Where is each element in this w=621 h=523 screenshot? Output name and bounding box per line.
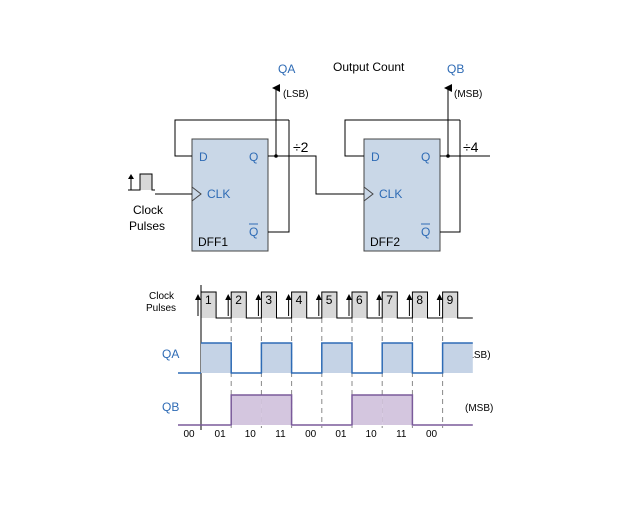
qa-high-fill: [261, 343, 292, 373]
count-label: 01: [335, 429, 347, 440]
clock-pulse-fill: [412, 292, 428, 318]
divide-by-4-label: ÷4: [463, 139, 479, 155]
clock-label-line2: Pulses: [129, 219, 165, 233]
clock-rising-arrowhead: [436, 294, 443, 300]
count-label: 00: [426, 429, 438, 440]
clock-pulse-fill: [261, 292, 277, 318]
clock-rising-arrowhead: [376, 294, 383, 300]
count-label: 11: [396, 429, 407, 440]
qa-output-label: QA: [278, 62, 295, 76]
dff1-block: [191, 138, 269, 252]
clock-pulse-fill: [321, 292, 337, 318]
count-label: 00: [305, 429, 317, 440]
timing-qb-label: QB: [162, 400, 179, 414]
timing-msb-label: (MSB): [465, 403, 493, 414]
count-label: 00: [183, 429, 195, 440]
clock-rising-arrowhead: [346, 294, 352, 300]
dff2-name: DFF2: [370, 235, 400, 249]
dff2-clk-triangle: [363, 186, 374, 202]
qa-high-fill: [321, 343, 352, 373]
clock-pulse-number: 2: [235, 293, 242, 307]
clock-rising-arrowhead: [225, 294, 232, 300]
dff2-d-pin: D: [371, 150, 380, 164]
timing-clock-label-line1: Clock: [149, 291, 175, 302]
clock-label-line1: Clock: [133, 203, 164, 217]
dff1-clk-triangle: [191, 186, 202, 202]
clock-rising-arrowhead: [255, 294, 262, 300]
dff2-clk-pin: CLK: [379, 187, 402, 201]
clock-waveform: [200, 291, 473, 319]
clock-pulse-number: 9: [447, 293, 454, 307]
output-count-title: Output Count: [333, 60, 405, 74]
qa-high-fill: [382, 343, 413, 373]
qa-waveform: [201, 342, 473, 374]
timing-qa-label: QA: [162, 347, 179, 361]
timing-lsb-label: (LSB): [465, 350, 491, 361]
timing-clock-label-line2: Pulses: [146, 303, 176, 314]
dff1-qbar-pin: Q: [249, 225, 258, 239]
qa-high-fill: [442, 343, 473, 373]
lsb-label: (LSB): [283, 89, 309, 100]
qb-high-fill: [382, 395, 413, 425]
dff1-q-pin: Q: [249, 150, 258, 164]
dff2-qbar-pin: Q: [421, 225, 430, 239]
dff1-clk-pin: CLK: [207, 187, 230, 201]
dff1-q-junction: [274, 154, 278, 158]
clock-pulse-number: 5: [326, 293, 333, 307]
count-label: 10: [366, 429, 378, 440]
qb-high-fill: [231, 395, 262, 425]
count-label: 11: [275, 429, 286, 440]
clock-rising-arrowhead: [195, 294, 201, 300]
clock-rising-arrowhead: [285, 294, 292, 300]
divide-by-2-label: ÷2: [293, 139, 309, 155]
count-label: 01: [215, 429, 227, 440]
clock-pulse-number: 1: [205, 293, 212, 307]
qb-high-fill: [352, 395, 383, 425]
dff2-q-junction: [446, 154, 450, 158]
clock-rising-arrowhead: [315, 294, 322, 300]
qb-output-label: QB: [447, 62, 464, 76]
dff1-wiring: [155, 84, 364, 233]
clock-pulse-fill: [231, 292, 247, 318]
msb-label: (MSB): [454, 89, 482, 100]
clock-pulse-symbol: [128, 173, 155, 191]
dff2-block: [363, 138, 441, 252]
clock-pulse-fill: [352, 292, 368, 318]
clock-pulse-number: 4: [296, 293, 303, 307]
count-label: 10: [245, 429, 257, 440]
dff1-name: DFF1: [198, 235, 228, 249]
clock-pulse-fill: [291, 292, 307, 318]
dff2-q-pin: Q: [421, 150, 430, 164]
dff1-d-pin: D: [199, 150, 208, 164]
clock-pulse-number: 7: [386, 293, 393, 307]
clock-pulse-fill: [442, 292, 458, 318]
qa-high-fill: [201, 343, 232, 373]
timing-layer: 1 2 3 4 5 6 7 8 9 00 01 10 11 00 01 10 11 00: [178, 291, 473, 440]
clock-pulse-fill: [201, 292, 217, 318]
clock-pulse-number: 3: [265, 293, 272, 307]
qb-high-fill: [261, 395, 292, 425]
clock-pulse-number: 8: [416, 293, 423, 307]
clock-pulse-number: 6: [356, 293, 363, 307]
clock-rising-arrowhead: [406, 294, 413, 300]
clock-pulse-fill: [382, 292, 398, 318]
qb-waveform: [201, 394, 473, 426]
